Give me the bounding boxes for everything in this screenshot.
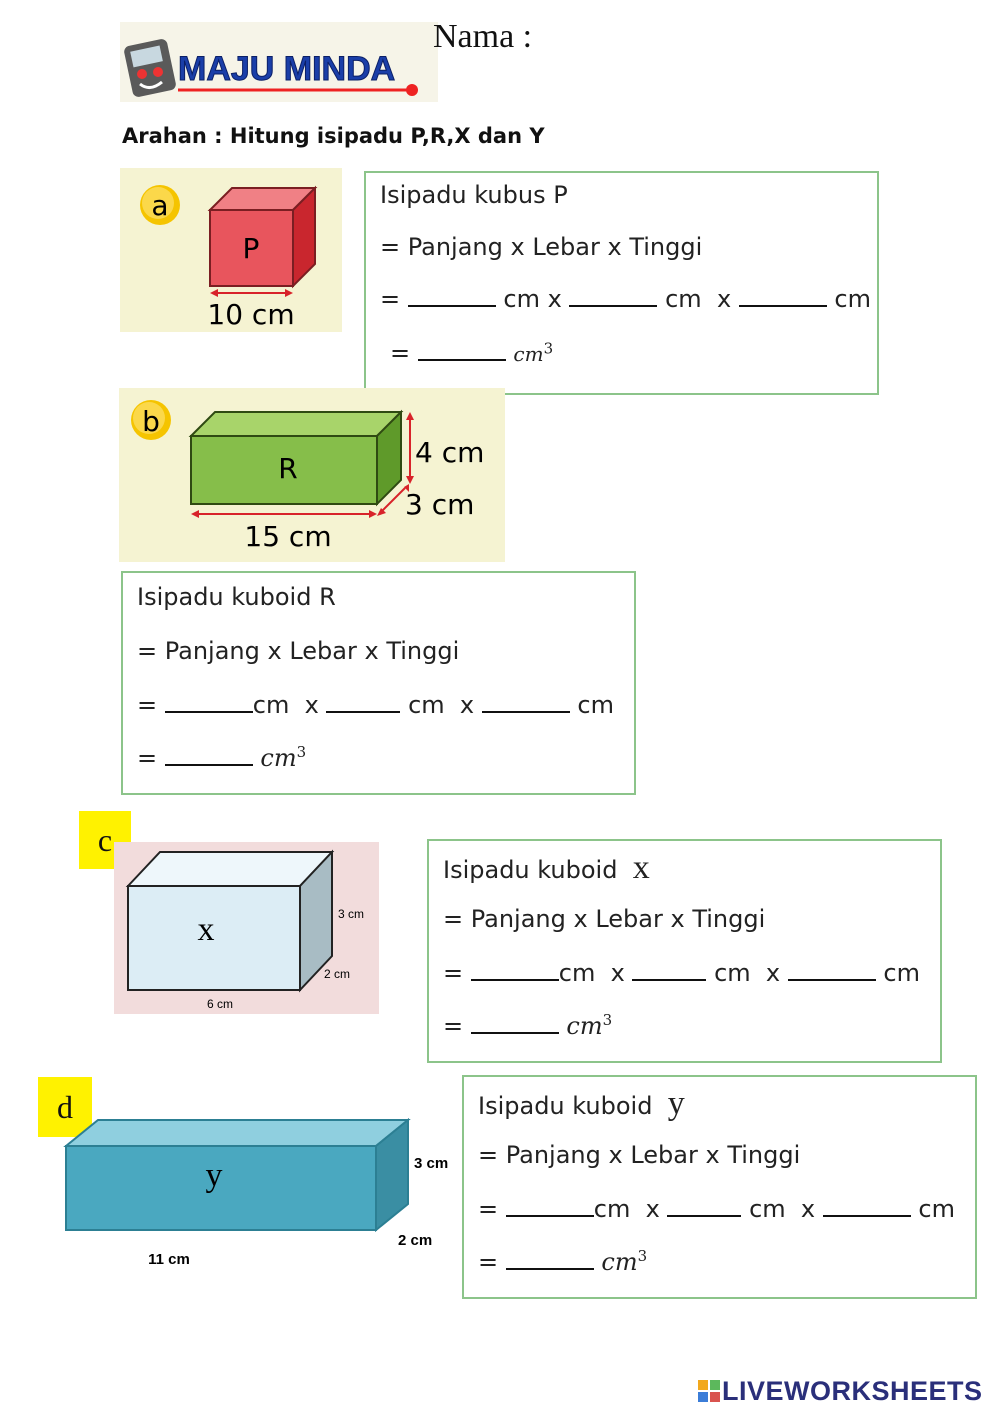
question-c-figure: x 3 cm 2 cm 6 cm [114,842,379,1014]
question-a-figure: a P 10 cm [120,168,342,332]
result-line: = cm3 [443,1011,613,1040]
box-title-line: Isipadu kuboid x [443,849,650,886]
answer-box-a: Isipadu kubus P = Panjang x Lebar x Ting… [364,171,879,395]
blank-length[interactable] [407,287,496,307]
box-letter: x [632,849,650,886]
blank-length[interactable] [505,1197,594,1217]
dim-height: 3 cm [338,907,364,921]
blank-width[interactable] [632,961,707,981]
instruction: Arahan : Hitung isipadu P,R,X dan Y [122,124,545,148]
answer-box-c: Isipadu kuboid x = Panjang x Lebar x Tin… [427,839,942,1063]
result-line: = cm3 [137,743,307,772]
blank-height[interactable] [481,693,570,713]
blank-width[interactable] [667,1197,742,1217]
blank-result[interactable] [470,1014,559,1034]
formula: = Panjang x Lebar x Tinggi [137,637,460,665]
marker-a: a [151,189,168,222]
dim-length: 6 cm [207,997,233,1011]
answer-box-b: Isipadu kuboid R = Panjang x Lebar x Tin… [121,571,636,795]
blank-length[interactable] [470,961,559,981]
blank-length[interactable] [164,693,253,713]
box-title: Isipadu kuboid R [137,583,336,611]
svg-text:MAJU MINDA: MAJU MINDA [178,50,395,88]
dim-length: 15 cm [244,520,331,553]
marker-b: b [142,405,160,438]
dim-width: 2 cm [398,1232,432,1249]
dim-width: 3 cm [405,488,474,521]
blank-height[interactable] [822,1197,911,1217]
shape-label-p: P [243,232,260,265]
name-label: Nama : [433,18,533,55]
blank-result[interactable] [505,1250,594,1270]
maju-minda-logo: MAJU MINDA [120,22,438,102]
dim-width: 2 cm [324,967,350,981]
dim-length: 11 cm [148,1251,190,1268]
calc-line: = cm x cm x cm [443,959,920,987]
blank-width[interactable] [569,287,658,307]
question-b-figure: b R 4 cm 3 cm 15 cm [119,388,505,562]
formula: = Panjang x Lebar x Tinggi [380,233,703,261]
calc-line: = cm x cm x cm [137,691,614,719]
box-title: Isipadu kubus P [380,181,568,209]
question-d-figure: y 3 cm 2 cm 11 cm [62,1112,454,1272]
liveworksheets-icon [698,1378,720,1402]
dim-length: 10 cm [207,298,294,331]
shape-label-x: x [198,911,215,948]
formula: = Panjang x Lebar x Tinggi [478,1141,801,1169]
box-letter: y [667,1085,685,1122]
result-line: = cm3 [478,1247,648,1276]
formula: = Panjang x Lebar x Tinggi [443,905,766,933]
dim-height: 4 cm [415,436,484,469]
calc-line: = cm x cm x cm [478,1195,955,1223]
blank-width[interactable] [326,693,401,713]
dim-height: 3 cm [414,1155,448,1172]
blank-result[interactable] [417,341,506,361]
answer-box-d: Isipadu kuboid y = Panjang x Lebar x Tin… [462,1075,977,1299]
blank-height[interactable] [787,961,876,981]
liveworksheets-logo: LIVEWORKSHEETS [698,1376,983,1407]
blank-result[interactable] [164,746,253,766]
box-title-line: Isipadu kuboid y [478,1085,685,1122]
calc-line: = cm x cm x cm [380,285,871,313]
shape-label-y: y [206,1157,223,1194]
shape-label-r: R [278,452,297,485]
marker-d: d [38,1077,92,1137]
blank-height[interactable] [738,287,827,307]
result-line: = cm3 [390,339,554,367]
